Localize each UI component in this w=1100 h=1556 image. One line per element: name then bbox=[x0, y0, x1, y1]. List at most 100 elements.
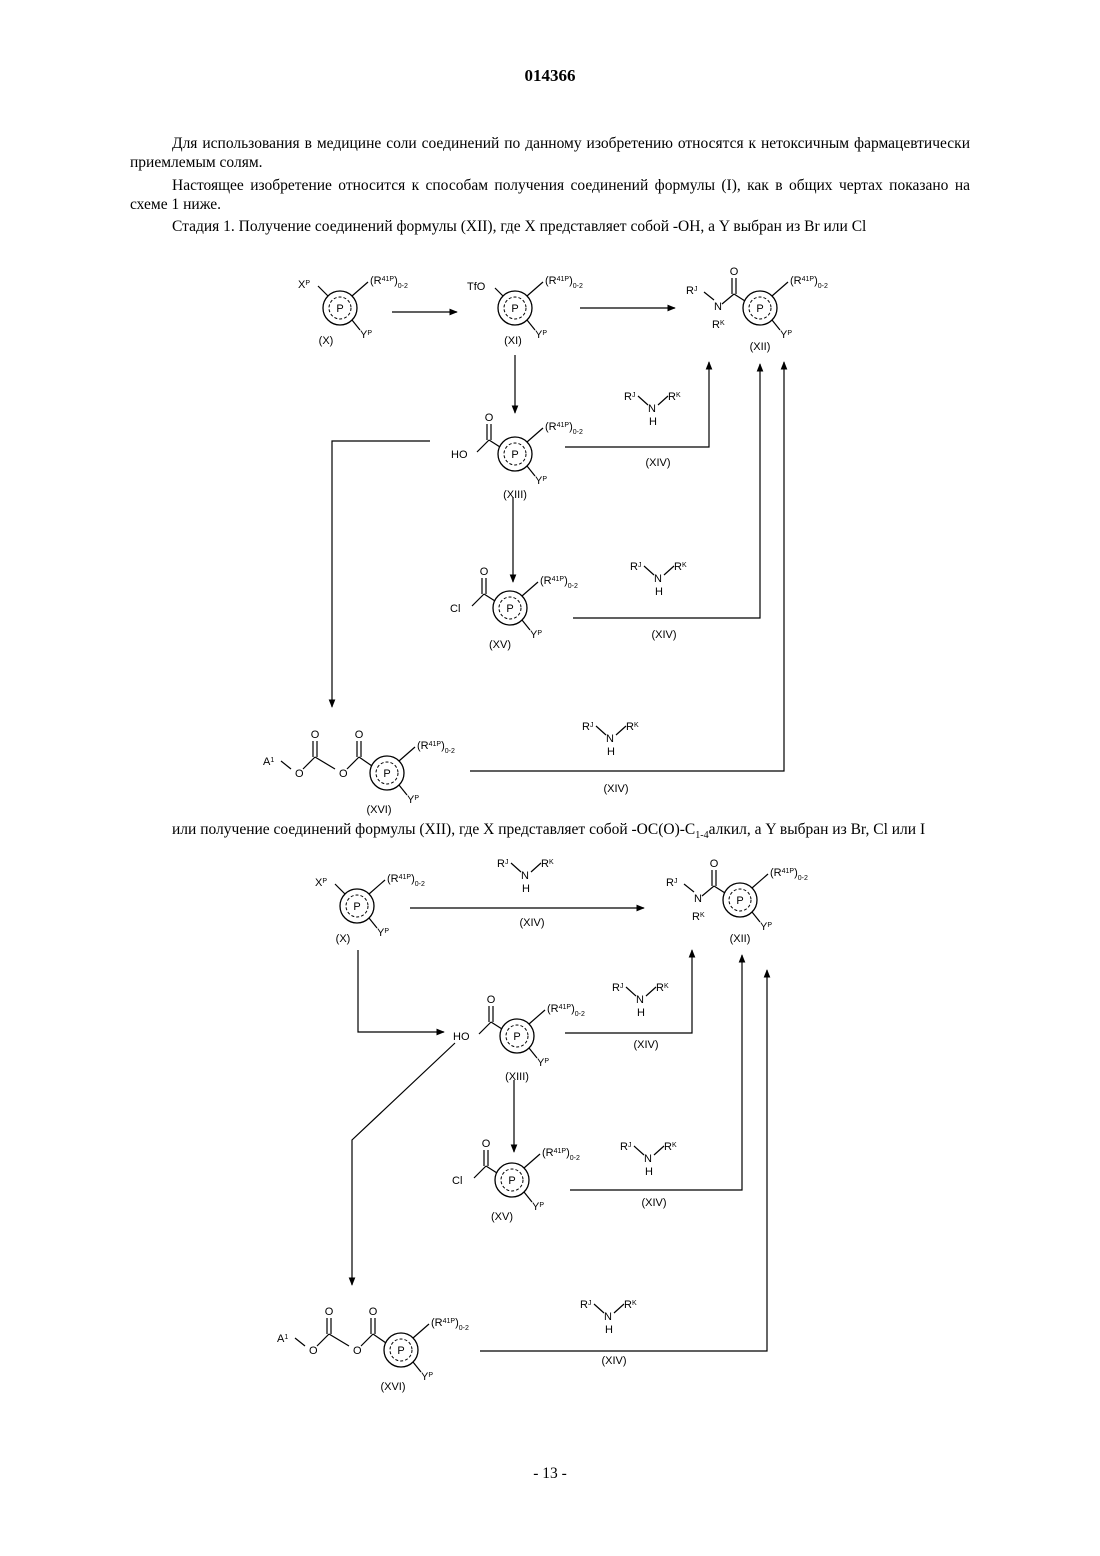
substituent-label: (R41P)0-2 bbox=[417, 740, 455, 755]
arrow-x-to-xiii bbox=[358, 950, 444, 1032]
acyl-bond bbox=[486, 1166, 497, 1173]
yp-label: YP bbox=[532, 1201, 544, 1213]
carbonyl-o: O bbox=[482, 1138, 491, 1150]
xp-label: XP bbox=[315, 877, 327, 889]
bridge-o: O bbox=[339, 768, 348, 780]
carbonyl-o: O bbox=[487, 994, 496, 1006]
yp-bond bbox=[527, 320, 535, 330]
amide-rk: RK bbox=[692, 911, 705, 923]
o-bridge-1 bbox=[361, 1334, 373, 1346]
a1-label: A1 bbox=[263, 756, 274, 768]
substituent-label: (R41P)0-2 bbox=[547, 1003, 585, 1018]
amine-n: N bbox=[648, 403, 656, 415]
o-bridge-2 bbox=[329, 1334, 349, 1346]
yp-label: YP bbox=[377, 927, 389, 939]
amide-n: N bbox=[694, 893, 702, 905]
substituent-bond bbox=[413, 1324, 429, 1338]
substituent-bond bbox=[529, 1010, 545, 1024]
n-rj-bond bbox=[704, 292, 714, 300]
compound-label: (XIII) bbox=[503, 489, 527, 501]
amine-n: N bbox=[654, 573, 662, 585]
xp-label: XP bbox=[298, 279, 310, 291]
substituent-bond bbox=[522, 582, 538, 596]
amine-rk: RK bbox=[626, 721, 639, 733]
amine-rk: RK bbox=[541, 858, 554, 870]
amine-bond-left bbox=[594, 1304, 604, 1313]
o-bridge-1 bbox=[347, 757, 359, 769]
compound-label: (XIV) bbox=[641, 1197, 666, 1209]
otf-bond bbox=[495, 288, 503, 296]
amide-bond bbox=[734, 294, 745, 301]
compound-label: (X) bbox=[319, 335, 334, 347]
arrow-xv-to-xii bbox=[573, 364, 760, 618]
carbonyl-o: O bbox=[710, 858, 719, 870]
acyl-bond bbox=[484, 594, 495, 601]
compound-label: (XV) bbox=[489, 639, 511, 651]
amine-bond-left bbox=[511, 863, 521, 872]
substituent-label: (R41P)0-2 bbox=[540, 575, 578, 590]
substituent-label: (R41P)0-2 bbox=[431, 1317, 469, 1332]
ring-label: P bbox=[383, 768, 390, 780]
compound-label: (XII) bbox=[750, 341, 771, 353]
compound-label: (XIV) bbox=[633, 1039, 658, 1051]
amine-bond-right bbox=[614, 1304, 624, 1313]
substituent-bond bbox=[369, 880, 385, 894]
amine-h: H bbox=[605, 1324, 613, 1336]
arrow-xiii-to-xii bbox=[565, 362, 709, 447]
oh-bond bbox=[479, 1022, 491, 1034]
o-bridge-2 bbox=[315, 757, 335, 769]
ring-label: P bbox=[736, 895, 743, 907]
amine-h: H bbox=[607, 746, 615, 758]
yp-bond bbox=[529, 1048, 537, 1058]
amine-h: H bbox=[649, 416, 657, 428]
compound-label: (XIV) bbox=[645, 457, 670, 469]
substituent-bond bbox=[524, 1154, 540, 1168]
cl-label: Cl bbox=[450, 603, 460, 615]
compound-label: (XIV) bbox=[519, 917, 544, 929]
scheme-2: P(R41P)0-2YPXP(X)P(R41P)0-2YPONRJRK(XII)… bbox=[277, 858, 808, 1393]
substituent-bond bbox=[527, 282, 543, 296]
ring-label: P bbox=[506, 603, 513, 615]
acid-bond bbox=[491, 1022, 502, 1029]
page-number: - 13 - bbox=[0, 1465, 1100, 1483]
amine-bond-left bbox=[644, 566, 654, 575]
ester-o: O bbox=[309, 1345, 318, 1357]
ring-label: P bbox=[336, 303, 343, 315]
substituent-bond bbox=[752, 874, 768, 888]
anhydride-bond bbox=[359, 757, 372, 766]
amine-bond-left bbox=[634, 1146, 644, 1155]
anhydride-bond bbox=[373, 1334, 386, 1343]
substituent-label: (R41P)0-2 bbox=[542, 1147, 580, 1162]
substituent-label: (R41P)0-2 bbox=[790, 275, 828, 290]
amide-n: N bbox=[714, 301, 722, 313]
scheme-1: P(R41P)0-2YPXP(X)P(R41P)0-2YPTfO(XI)P(R4… bbox=[263, 266, 828, 816]
ester-o: O bbox=[295, 768, 304, 780]
arrow-xvi-to-xii bbox=[470, 362, 784, 771]
oh-bond bbox=[477, 440, 489, 452]
amide-bond bbox=[714, 886, 725, 893]
cn-bond bbox=[722, 294, 734, 304]
carbonyl-o: O bbox=[311, 729, 320, 741]
yp-bond bbox=[413, 1362, 421, 1372]
carbonyl-o: O bbox=[480, 566, 489, 578]
a1-bond bbox=[295, 1338, 305, 1346]
ring-label: P bbox=[511, 449, 518, 461]
substituent-label: (R41P)0-2 bbox=[545, 421, 583, 436]
substituent-bond bbox=[352, 282, 368, 296]
cl-label: Cl bbox=[452, 1175, 462, 1187]
compound-label: (XII) bbox=[730, 933, 751, 945]
carbonyl-o: O bbox=[355, 729, 364, 741]
compound-label: (X) bbox=[336, 933, 351, 945]
yp-label: YP bbox=[535, 475, 547, 487]
cl-bond bbox=[472, 594, 484, 606]
ring-label: P bbox=[513, 1031, 520, 1043]
amine-rj: RJ bbox=[624, 391, 635, 403]
compound-label: (XI) bbox=[504, 335, 522, 347]
carbonyl-o: O bbox=[485, 412, 494, 424]
carbonyl-o: O bbox=[325, 1306, 334, 1318]
ester-o-bond bbox=[317, 1334, 329, 1346]
carbonyl-o: O bbox=[369, 1306, 378, 1318]
ring-label: P bbox=[756, 303, 763, 315]
amine-rj: RJ bbox=[630, 561, 641, 573]
